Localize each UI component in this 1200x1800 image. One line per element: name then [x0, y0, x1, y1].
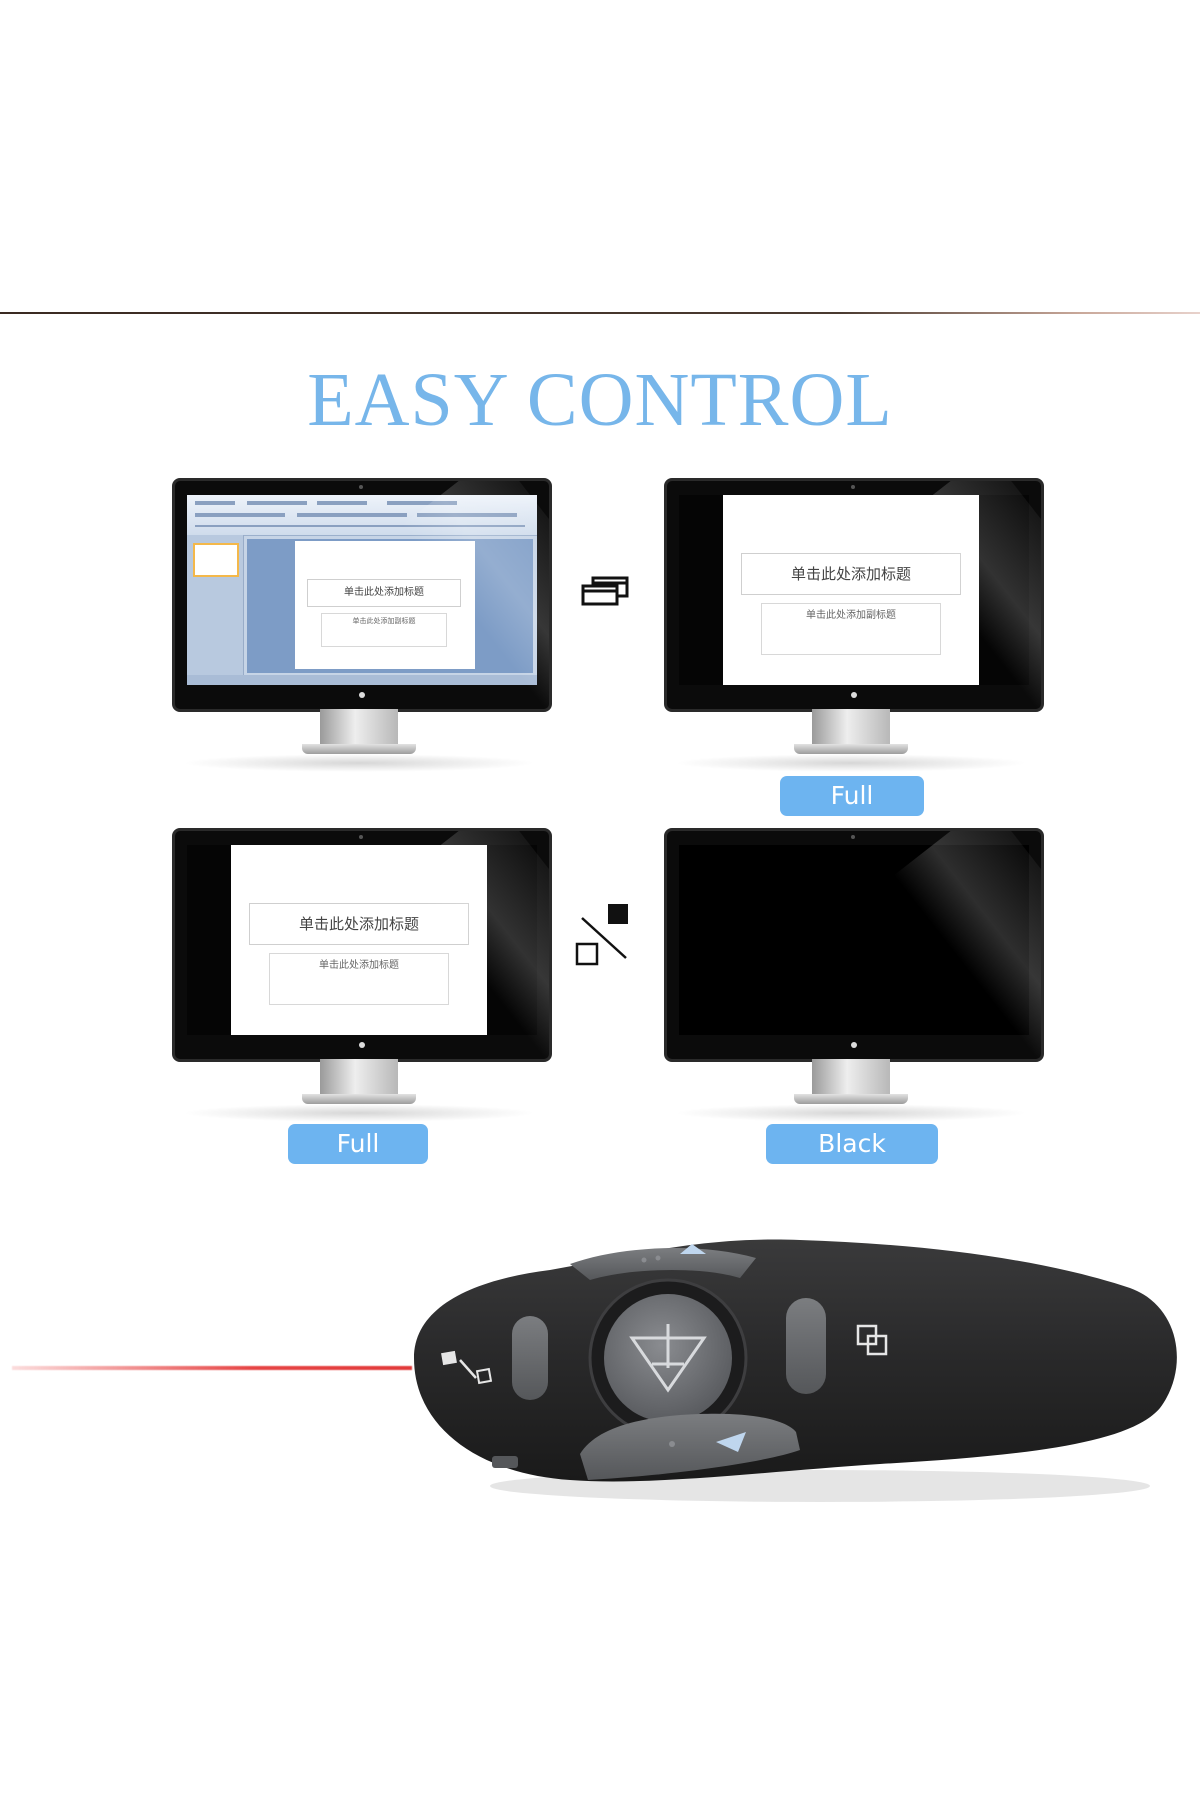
powerpoint-ribbon: [187, 495, 537, 536]
volume-up-button[interactable]: [570, 1247, 756, 1280]
monitor-frame: 单击此处添加标题 单击此处添加副标题: [664, 478, 1044, 712]
monitor-edit-view: 单击此处添加标题 单击此处添加副标题: [172, 478, 552, 778]
slide-subtitle-placeholder: 单击此处添加副标题: [761, 603, 941, 655]
window-switch-icon: [856, 1324, 888, 1356]
monitor-shadow: [182, 1104, 536, 1122]
camera-dot: [851, 485, 855, 489]
slide-thumbnail: [193, 543, 239, 577]
presenter-remote: [414, 1239, 1177, 1502]
indicator-light: [641, 1257, 647, 1263]
window-switch-button[interactable]: [786, 1298, 826, 1394]
monitor-stand-neck: [812, 1059, 890, 1097]
monitor-full-screen-top: 单击此处添加标题 单击此处添加副标题: [664, 478, 1044, 778]
slide-page: 单击此处添加标题 单击此处添加副标题: [295, 541, 475, 669]
monitor-screen: 单击此处添加标题 单击此处添加副标题: [679, 495, 1029, 685]
black-screen-toggle-icon: [575, 904, 628, 966]
monitor-screen: 单击此处添加标题 单击此处添加副标题: [187, 495, 537, 685]
monitor-logo: [851, 1042, 857, 1048]
black-screen-label: Black Screen: [766, 1124, 938, 1198]
monitor-frame: [664, 828, 1044, 1062]
monitor-logo: [359, 1042, 365, 1048]
fullscreen-slide: 单击此处添加标题 单击此处添加副标题: [723, 495, 979, 685]
camera-dot: [851, 835, 855, 839]
monitor-frame: 单击此处添加标题 单击此处添加副标题: [172, 478, 552, 712]
headline: EASY CONTROL: [307, 358, 893, 442]
down-arrow-icon: [716, 1432, 746, 1452]
monitor-stand-neck: [812, 709, 890, 747]
slide-subtitle-placeholder: 单击此处添加副标题: [321, 613, 447, 647]
monitor-shadow: [674, 1104, 1028, 1122]
slide-canvas: 单击此处添加标题 单击此处添加副标题: [247, 539, 533, 673]
slide-subtitle-placeholder: 单击此处添加标题: [269, 953, 449, 1005]
powerpoint-window: 单击此处添加标题 单击此处添加副标题: [187, 495, 537, 685]
laser-beam: [12, 1366, 412, 1370]
monitor-stand-neck: [320, 709, 398, 747]
indicator-light: [655, 1255, 661, 1261]
monitor-stand-base: [794, 1094, 908, 1104]
monitor-shadow: [674, 754, 1028, 772]
monitor-stand-base: [302, 1094, 416, 1104]
monitor-stand-base: [302, 744, 416, 754]
monitor-full-screen-bottom: 单击此处添加标题 单击此处添加标题: [172, 828, 552, 1128]
black-screen-toggle-icon: [441, 1350, 493, 1385]
volume-down-button[interactable]: [580, 1413, 800, 1480]
indicator-light: [669, 1441, 675, 1447]
camera-dot: [359, 835, 363, 839]
slide-title-placeholder: 单击此处添加标题: [249, 903, 469, 945]
monitor-stand-base: [794, 744, 908, 754]
monitor-frame: 单击此处添加标题 单击此处添加标题: [172, 828, 552, 1062]
window-switch-icon: [581, 576, 629, 606]
full-screen-label-top: Full Screen: [780, 776, 924, 850]
monitor-logo: [359, 692, 365, 698]
monitor-screen-black: [679, 845, 1029, 1035]
monitor-logo: [851, 692, 857, 698]
power-switch[interactable]: [492, 1456, 518, 1468]
monitor-stand-neck: [320, 1059, 398, 1097]
monitor-black-screen: [664, 828, 1044, 1128]
monitor-shadow: [182, 754, 536, 772]
laser-icon: [629, 1324, 707, 1393]
slide-title-placeholder: 单击此处添加标题: [307, 579, 461, 607]
monitor-screen: 单击此处添加标题 单击此处添加标题: [187, 845, 537, 1035]
fullscreen-slide: 单击此处添加标题 单击此处添加标题: [231, 845, 487, 1035]
slide-title-placeholder: 单击此处添加标题: [741, 553, 961, 595]
full-screen-label-bottom: Full Screen: [288, 1124, 428, 1198]
black-screen-button[interactable]: [512, 1316, 548, 1400]
up-arrow-icon: [680, 1244, 706, 1254]
status-bar: [187, 675, 537, 685]
camera-dot: [359, 485, 363, 489]
slide-thumbnail-pane: [187, 535, 244, 675]
top-divider: [0, 312, 1200, 314]
